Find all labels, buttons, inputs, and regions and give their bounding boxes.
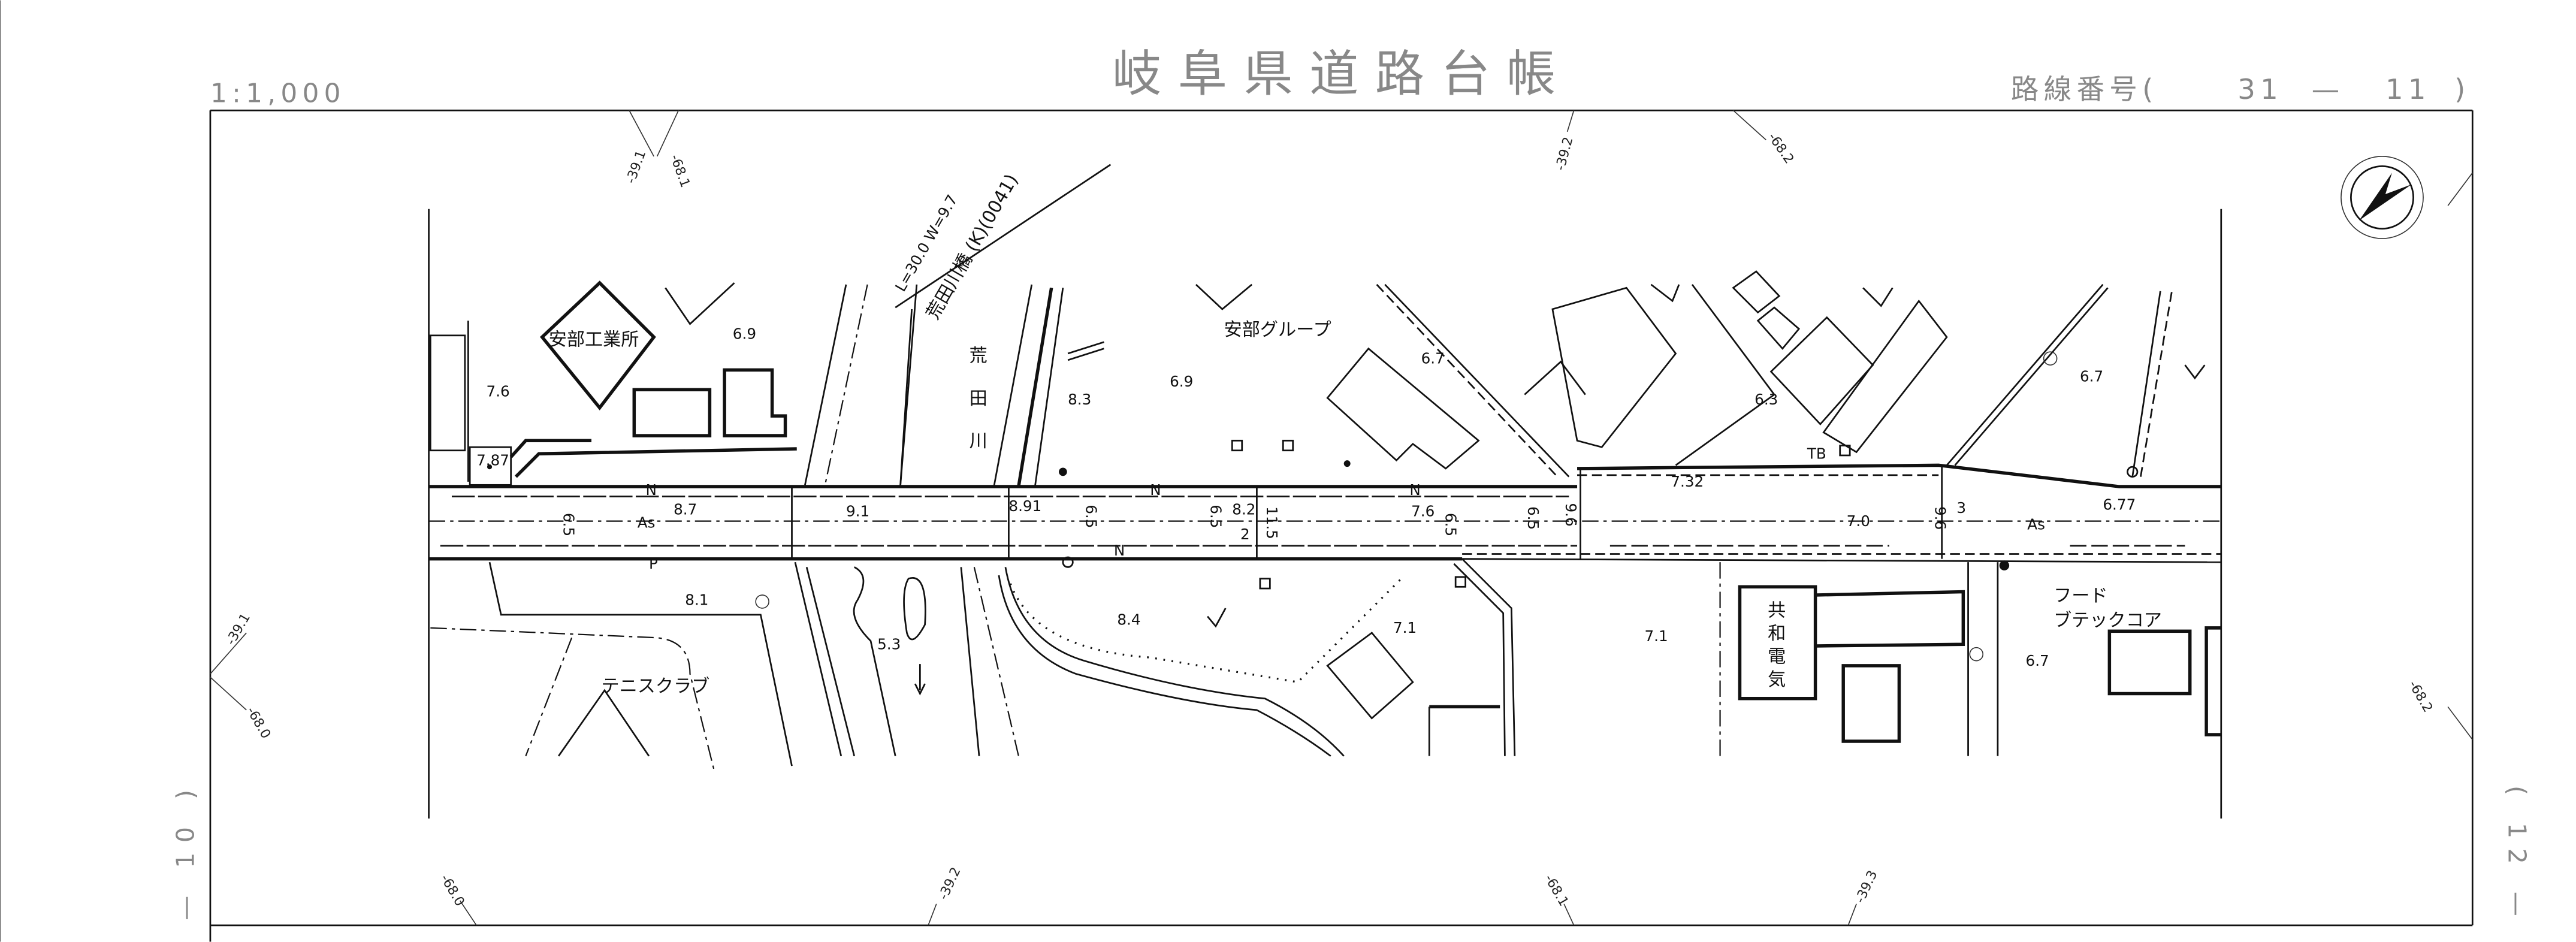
elevation: 8.3 — [1068, 391, 1091, 408]
catch-basin-icon — [1282, 439, 1294, 452]
marker-n: N — [1150, 481, 1161, 499]
width-label: 6.5 — [1442, 513, 1460, 536]
coordinate-labels: -39.1 -68.1 -39.2 -68.2 -39.1 -68.0 -68.… — [210, 110, 2473, 926]
road-annotations: As As 6.5 6.5 6.5 6.5 6.5 9.6 9.6 11.5 2… — [560, 481, 2045, 572]
pole-icon — [1059, 467, 1067, 476]
coord-label: -68.1 — [667, 152, 693, 189]
coord-label: -68.2 — [2405, 678, 2435, 715]
page-title: 岐阜県道路台帳 — [1112, 46, 1572, 102]
elevation: 6.7 — [2026, 652, 2049, 669]
elevation: 6.3 — [1754, 391, 1778, 408]
catch-basin-icon — [1839, 445, 1851, 457]
north-arrow-icon — [2341, 156, 2424, 239]
elevation: 7.6 — [487, 382, 510, 400]
catch-basin-icon — [1259, 578, 1271, 590]
route-close: ) — [2454, 73, 2465, 105]
sheet-edge-right: ( 12 — — [2503, 786, 2532, 926]
width-label: 6.5 — [1524, 506, 1542, 530]
elevation: 7.1 — [1644, 627, 1668, 645]
abe-kogyo-building — [540, 280, 656, 410]
coord-label: -39.2 — [1553, 135, 1577, 172]
elevation: 7.1 — [1393, 619, 1417, 636]
width-label: 6.5 — [560, 513, 577, 536]
elevation: 6.9 — [733, 325, 756, 342]
elevation: 5.3 — [877, 635, 901, 653]
manhole-icon — [1062, 556, 1074, 568]
elevation: 9.1 — [846, 502, 869, 520]
coord-label: -39.1 — [623, 149, 649, 186]
width-label: 6.5 — [1207, 505, 1225, 528]
elevation: 7.32 — [1671, 473, 1704, 490]
fire-hydrant-icon — [1969, 647, 1984, 662]
label-river-2: 田 — [970, 388, 987, 409]
elevation: 8.91 — [1008, 497, 1041, 515]
coord-label: -68.2 — [1765, 130, 1796, 167]
elevation: 6.7 — [1421, 349, 1445, 367]
elevation: 7.87 — [476, 451, 509, 469]
width-label: 9.6 — [1562, 503, 1580, 526]
label-abe-group: 安部グループ — [1224, 319, 1331, 340]
label-kyowa-1: 共 — [1768, 600, 1786, 621]
road — [428, 463, 2221, 563]
elevation: 7.0 — [1847, 512, 1870, 530]
label-food-1: フード — [2053, 585, 2107, 606]
width-label: 11.5 — [1263, 506, 1281, 539]
coord-label: -39.1 — [224, 611, 253, 648]
manhole-icon — [2127, 466, 2139, 478]
width-label: 9.6 — [1932, 506, 1949, 530]
label-river-3: 川 — [970, 431, 987, 452]
coord-label: -68.1 — [1541, 872, 1571, 909]
parcels — [429, 164, 2221, 773]
label-food-2: ブテックコア — [2053, 610, 2162, 631]
sheet-frame — [0, 0, 2474, 942]
elevation: 7.6 — [1411, 502, 1435, 520]
catch-basin-icon — [1231, 439, 1243, 452]
elevation: 8.4 — [1117, 611, 1140, 628]
route-b: 11 — [2385, 73, 2431, 105]
surface-label: As — [638, 514, 656, 532]
label-kyowa-3: 電 — [1768, 646, 1786, 667]
label-abe-kogyo: 安部工業所 — [549, 329, 639, 350]
marker-p: P — [649, 555, 658, 572]
coord-label: -68.0 — [243, 704, 273, 741]
telephone-pole-icon — [755, 594, 769, 609]
elevation: 6.7 — [2080, 368, 2103, 385]
elevation-labels: 6.9 7.6 7.87 8.3 6.9 6.7 6.3 6.7 7.32 8.… — [476, 325, 2136, 669]
sheet-edge-left: — 10 ) — [171, 780, 200, 920]
label-tennis-club: テニスクラブ — [601, 676, 709, 697]
scale-label: 1:1,000 — [210, 78, 346, 108]
map-symbols — [487, 351, 2139, 696]
lane-label: 2 — [1240, 526, 1250, 543]
elevation: 8.2 — [1232, 501, 1255, 518]
lane-label: 3 — [1956, 499, 1966, 517]
width-label: 6.5 — [1082, 505, 1100, 528]
surface-label: As — [2027, 515, 2045, 533]
elevation: 6.77 — [2103, 496, 2136, 513]
label-tb: TB — [1807, 445, 1826, 462]
elevation: 8.1 — [685, 591, 708, 608]
route-sep: — — [2312, 73, 2340, 105]
bridge-name: 荒田川橋 (K)(0041) — [922, 171, 1022, 323]
route-a: 31 — [2237, 73, 2283, 105]
coord-label: -39.3 — [1853, 868, 1881, 905]
route-label: 路線番号( — [2011, 73, 2158, 105]
elevation: 6.9 — [1170, 373, 1193, 390]
marker-n: N — [1409, 481, 1420, 499]
label-kyowa-2: 和 — [1768, 623, 1786, 644]
label-kyowa-4: 気 — [1768, 669, 1786, 690]
kyowa-denki-building — [1738, 585, 1817, 701]
coord-label: -68.0 — [437, 872, 467, 909]
elevation: 8.7 — [674, 501, 697, 518]
coord-label: -39.2 — [936, 865, 964, 902]
catch-basin-icon — [1454, 576, 1466, 588]
telephone-pole-icon — [2043, 351, 2058, 366]
label-river-1: 荒 — [970, 346, 987, 367]
route-number: 路線番号( 31 — 11 ) — [2011, 73, 2465, 105]
marker-n: N — [645, 481, 656, 499]
marker-n: N — [1114, 542, 1125, 559]
